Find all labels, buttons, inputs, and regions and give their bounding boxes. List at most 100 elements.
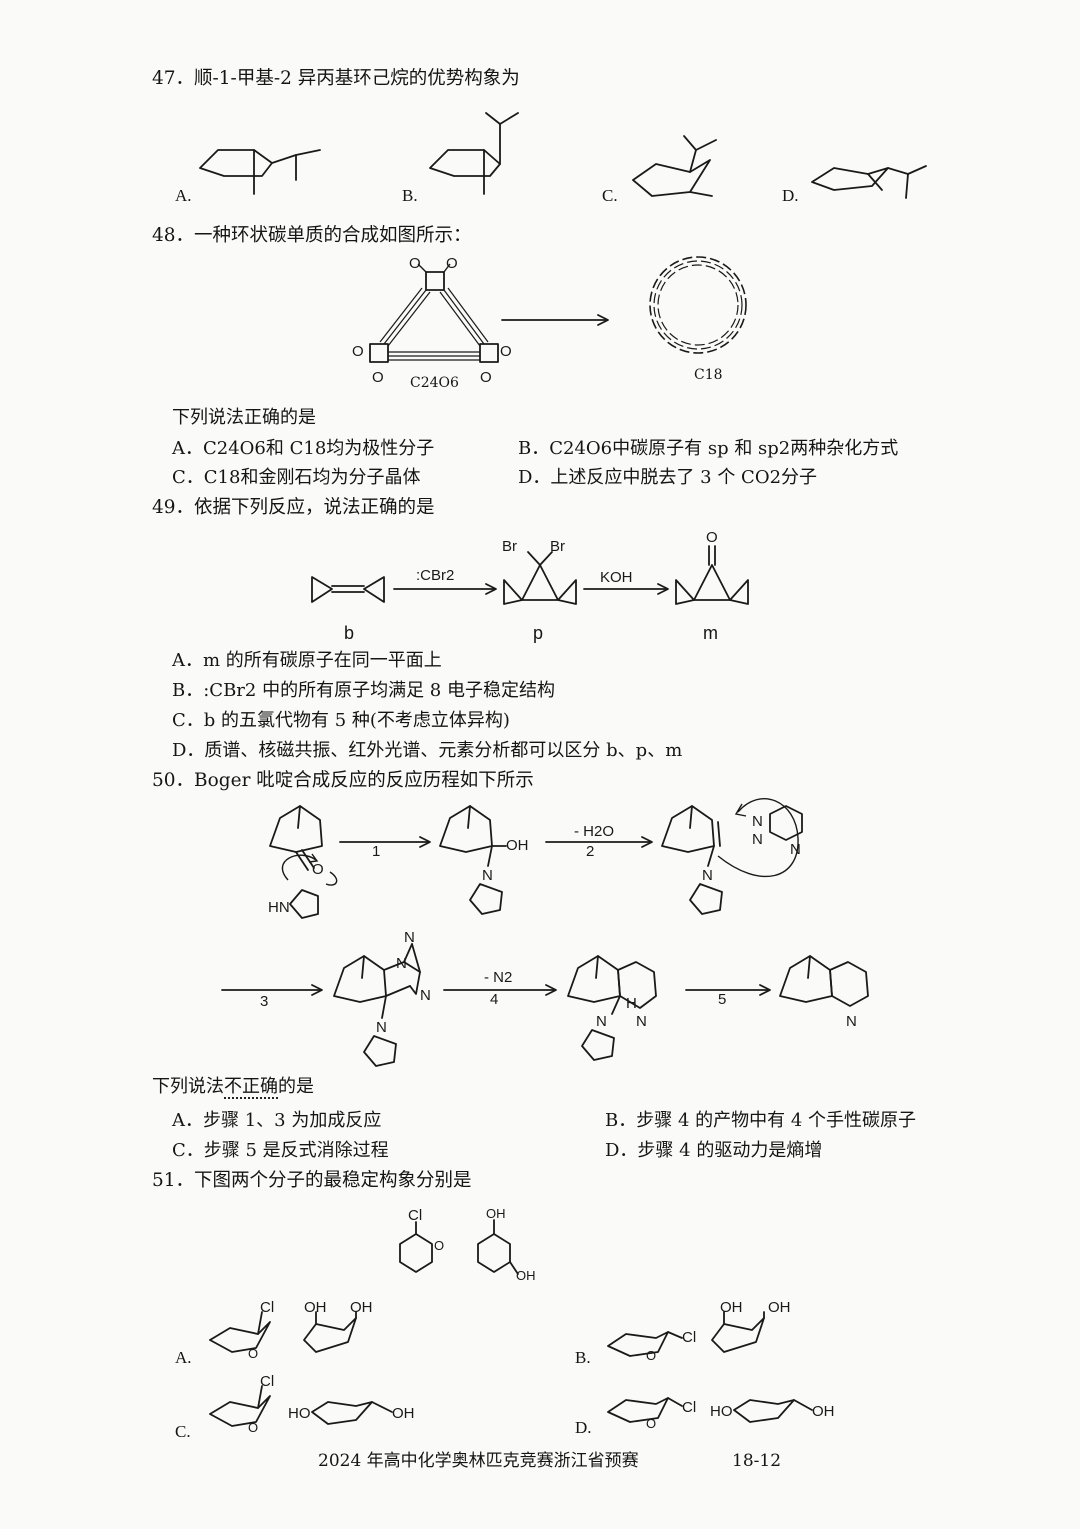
q49-stem: 49．依据下列反应，说法正确的是 <box>152 497 435 518</box>
q49-option-a[interactable]: A．m 的所有碳原子在同一平面上 <box>172 650 442 671</box>
q51-option-d-label[interactable]: D. <box>575 1418 592 1437</box>
q48-option-c[interactable]: C．C18和金刚石均为分子晶体 <box>172 467 421 488</box>
q48-product-c18-ring <box>649 256 747 354</box>
svg-text:O: O <box>706 529 718 546</box>
svg-text:OH: OH <box>304 1299 327 1316</box>
q50-step-arrow-2: - H2O 2 <box>545 823 653 860</box>
q51-option-a-label[interactable]: A. <box>175 1348 192 1367</box>
q50-minus-n2: - N2 <box>484 969 512 986</box>
q47-option-b-label[interactable]: B. <box>402 186 418 205</box>
q48-reactant-label: C24O6 <box>410 375 459 391</box>
svg-text:OH: OH <box>392 1405 415 1422</box>
q50-hemiaminal: OH N <box>439 805 529 915</box>
svg-text:N: N <box>596 1013 607 1030</box>
q51-option-d-structures: O Cl HO OH <box>607 1397 835 1431</box>
svg-text:O: O <box>352 343 364 360</box>
svg-text:OH: OH <box>720 1299 743 1316</box>
q50-minus-water: - H2O <box>574 823 614 840</box>
q49-label-b: b <box>344 623 355 643</box>
svg-text:Br: Br <box>502 538 517 555</box>
q48-option-d[interactable]: D．上述反应中脱去了 3 个 CO2分子 <box>518 467 818 488</box>
q48-product-label: C18 <box>694 367 723 383</box>
svg-text:OH: OH <box>516 1268 536 1283</box>
q50-step-3: 3 <box>260 993 268 1010</box>
svg-text:HO: HO <box>710 1403 733 1420</box>
q50-pyrrolidine-nh: HN <box>268 899 290 916</box>
q50-option-b[interactable]: B．步骤 4 的产物中有 4 个手性碳原子 <box>605 1110 917 1131</box>
q50-dihydropyridine: H N N <box>567 955 657 1061</box>
svg-text:O: O <box>409 255 421 272</box>
q50-option-c[interactable]: C．步骤 5 是反式消除过程 <box>172 1140 389 1161</box>
q51-cyclohexane-diol: OH OH <box>477 1206 536 1283</box>
footer-page-number: 18-12 <box>732 1451 782 1471</box>
q47-option-c-label[interactable]: C. <box>602 186 618 205</box>
q49-label-m: m <box>703 623 718 643</box>
svg-text:N: N <box>376 1019 387 1036</box>
q50-step-arrow-1: 1 <box>339 836 431 860</box>
q51-stem: 51．下图两个分子的最稳定构象分别是 <box>152 1170 472 1191</box>
q48-stem: 48．一种环状碳单质的合成如图所示： <box>152 225 472 246</box>
q48-option-b[interactable]: B．C24O6中碳原子有 sp 和 sp2两种杂化方式 <box>518 438 899 459</box>
svg-text:O: O <box>312 861 324 878</box>
q47-option-a-label[interactable]: A. <box>175 186 192 205</box>
q50-prompt-post: 的是 <box>278 1076 314 1097</box>
svg-text:N: N <box>790 841 801 858</box>
q47-structure-c <box>632 135 717 197</box>
svg-text:N: N <box>482 867 493 884</box>
q48-reaction-arrow <box>501 314 609 326</box>
q51-option-c-label[interactable]: C. <box>175 1422 191 1441</box>
q47-structure-a <box>199 149 321 195</box>
svg-text:HO: HO <box>288 1405 311 1422</box>
svg-text:OH: OH <box>768 1299 791 1316</box>
svg-text:Cl: Cl <box>260 1299 274 1316</box>
svg-text:Cl: Cl <box>682 1399 696 1416</box>
svg-text:O: O <box>372 369 384 386</box>
q49-structure-b <box>311 576 385 603</box>
q49-option-c[interactable]: C．b 的五氯代物有 5 种(不考虑立体异构) <box>172 710 510 731</box>
q50-stem: 50．Boger 吡啶合成反应的反应历程如下所示 <box>152 770 534 791</box>
q50-pyridine-product: N <box>779 955 869 1030</box>
q49-structure-m: O <box>675 529 749 605</box>
q51-option-a-structures: O Cl OH OH <box>209 1299 373 1361</box>
svg-text:N: N <box>636 1013 647 1030</box>
svg-text:N: N <box>420 987 431 1004</box>
q50-step-5: 5 <box>718 991 726 1008</box>
q50-enamine: N <box>661 798 799 915</box>
q50-step-arrow-4: - N2 4 <box>443 969 557 1008</box>
svg-text:N: N <box>404 929 415 946</box>
q49-reagent-koh: KOH <box>600 569 633 586</box>
svg-text:OH: OH <box>486 1206 506 1221</box>
q50-step-2: 2 <box>586 843 594 860</box>
q50-cycloadduct: NNN N <box>333 929 431 1067</box>
q50-option-d[interactable]: D．步骤 4 的驱动力是熵增 <box>605 1140 823 1161</box>
q47-stem: 47．顺-1-甲基-2 异丙基环己烷的优势构象为 <box>152 68 520 89</box>
svg-text:O: O <box>446 255 458 272</box>
svg-text:OH: OH <box>506 837 529 854</box>
q50-step-4: 4 <box>490 991 498 1008</box>
svg-text:N: N <box>702 867 713 884</box>
svg-text:OH: OH <box>350 1299 373 1316</box>
q49-arrow-2: KOH <box>583 569 669 595</box>
q50-step-arrow-5: 5 <box>685 984 771 1008</box>
svg-text:O: O <box>248 1346 258 1361</box>
q47-structure-d <box>811 165 927 199</box>
footer-title: 2024 年高中化学奥林匹克竞赛浙江省预赛 <box>318 1451 639 1471</box>
q50-step-arrow-3: 3 <box>221 984 323 1010</box>
svg-text:H: H <box>626 995 637 1012</box>
svg-text:O: O <box>248 1420 258 1435</box>
q50-prompt: 下列说法不正确的是 <box>152 1076 314 1099</box>
q50-option-a[interactable]: A．步骤 1、3 为加成反应 <box>172 1110 382 1131</box>
q48-option-a[interactable]: A．C24O6和 C18均为极性分子 <box>172 438 435 459</box>
svg-text:Cl: Cl <box>260 1373 274 1390</box>
q49-option-b[interactable]: B．:CBr2 中的所有原子均满足 8 电子稳定结构 <box>172 680 555 701</box>
q47-structure-b <box>429 112 519 195</box>
q47-option-d-label[interactable]: D. <box>782 186 799 205</box>
q50-step-1: 1 <box>372 843 380 860</box>
q48-prompt: 下列说法正确的是 <box>172 407 316 428</box>
svg-text:N: N <box>752 831 763 848</box>
q51-option-b-label[interactable]: B. <box>575 1348 591 1367</box>
svg-text:N: N <box>846 1013 857 1030</box>
q49-option-d[interactable]: D．质谱、核磁共振、红外光谱、元素分析都可以区分 b、p、m <box>172 740 683 761</box>
svg-text:Br: Br <box>550 538 565 555</box>
